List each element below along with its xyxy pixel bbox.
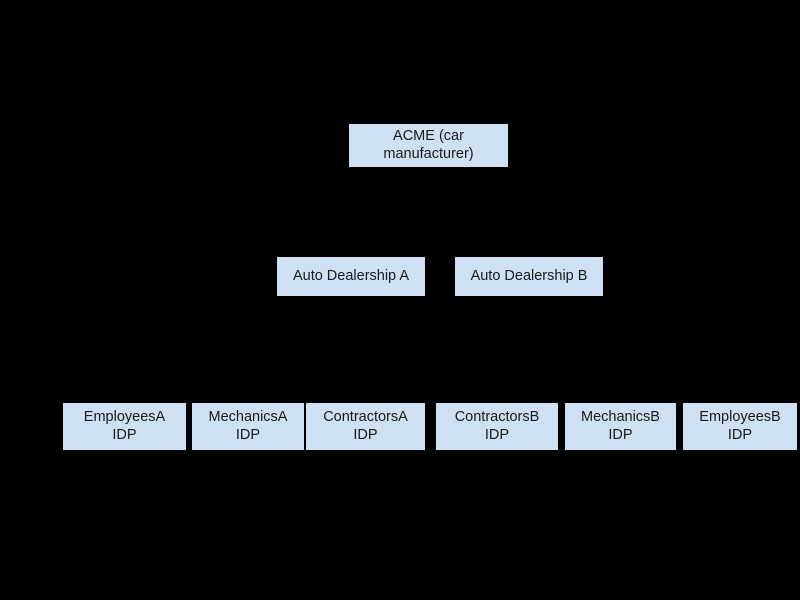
node-mechanicsa-idp[interactable]: MechanicsA IDP bbox=[192, 403, 304, 450]
node-acme-car-manufacturer[interactable]: ACME (car manufacturer) bbox=[349, 124, 508, 167]
node-label: Auto Dealership A bbox=[292, 267, 410, 284]
node-label: ACME (car manufacturer) bbox=[383, 127, 474, 162]
node-employeesa-idp[interactable]: EmployeesA IDP bbox=[63, 403, 186, 450]
node-label: EmployeesB IDP bbox=[699, 408, 781, 443]
node-auto-dealership-a[interactable]: Auto Dealership A bbox=[277, 257, 425, 296]
node-mechanicsb-idp[interactable]: MechanicsB IDP bbox=[565, 403, 676, 450]
node-contractorsb-idp[interactable]: ContractorsB IDP bbox=[436, 403, 558, 450]
node-label: MechanicsB IDP bbox=[581, 408, 660, 443]
node-label: EmployeesA IDP bbox=[83, 408, 166, 443]
node-employeesb-idp[interactable]: EmployeesB IDP bbox=[683, 403, 797, 450]
node-label: Auto Dealership B bbox=[470, 267, 588, 284]
node-auto-dealership-b[interactable]: Auto Dealership B bbox=[455, 257, 603, 296]
node-label: ContractorsB IDP bbox=[454, 408, 540, 443]
node-label: ContractorsA IDP bbox=[323, 408, 408, 443]
node-label: MechanicsA IDP bbox=[208, 408, 288, 443]
node-contractorsa-idp[interactable]: ContractorsA IDP bbox=[306, 403, 425, 450]
